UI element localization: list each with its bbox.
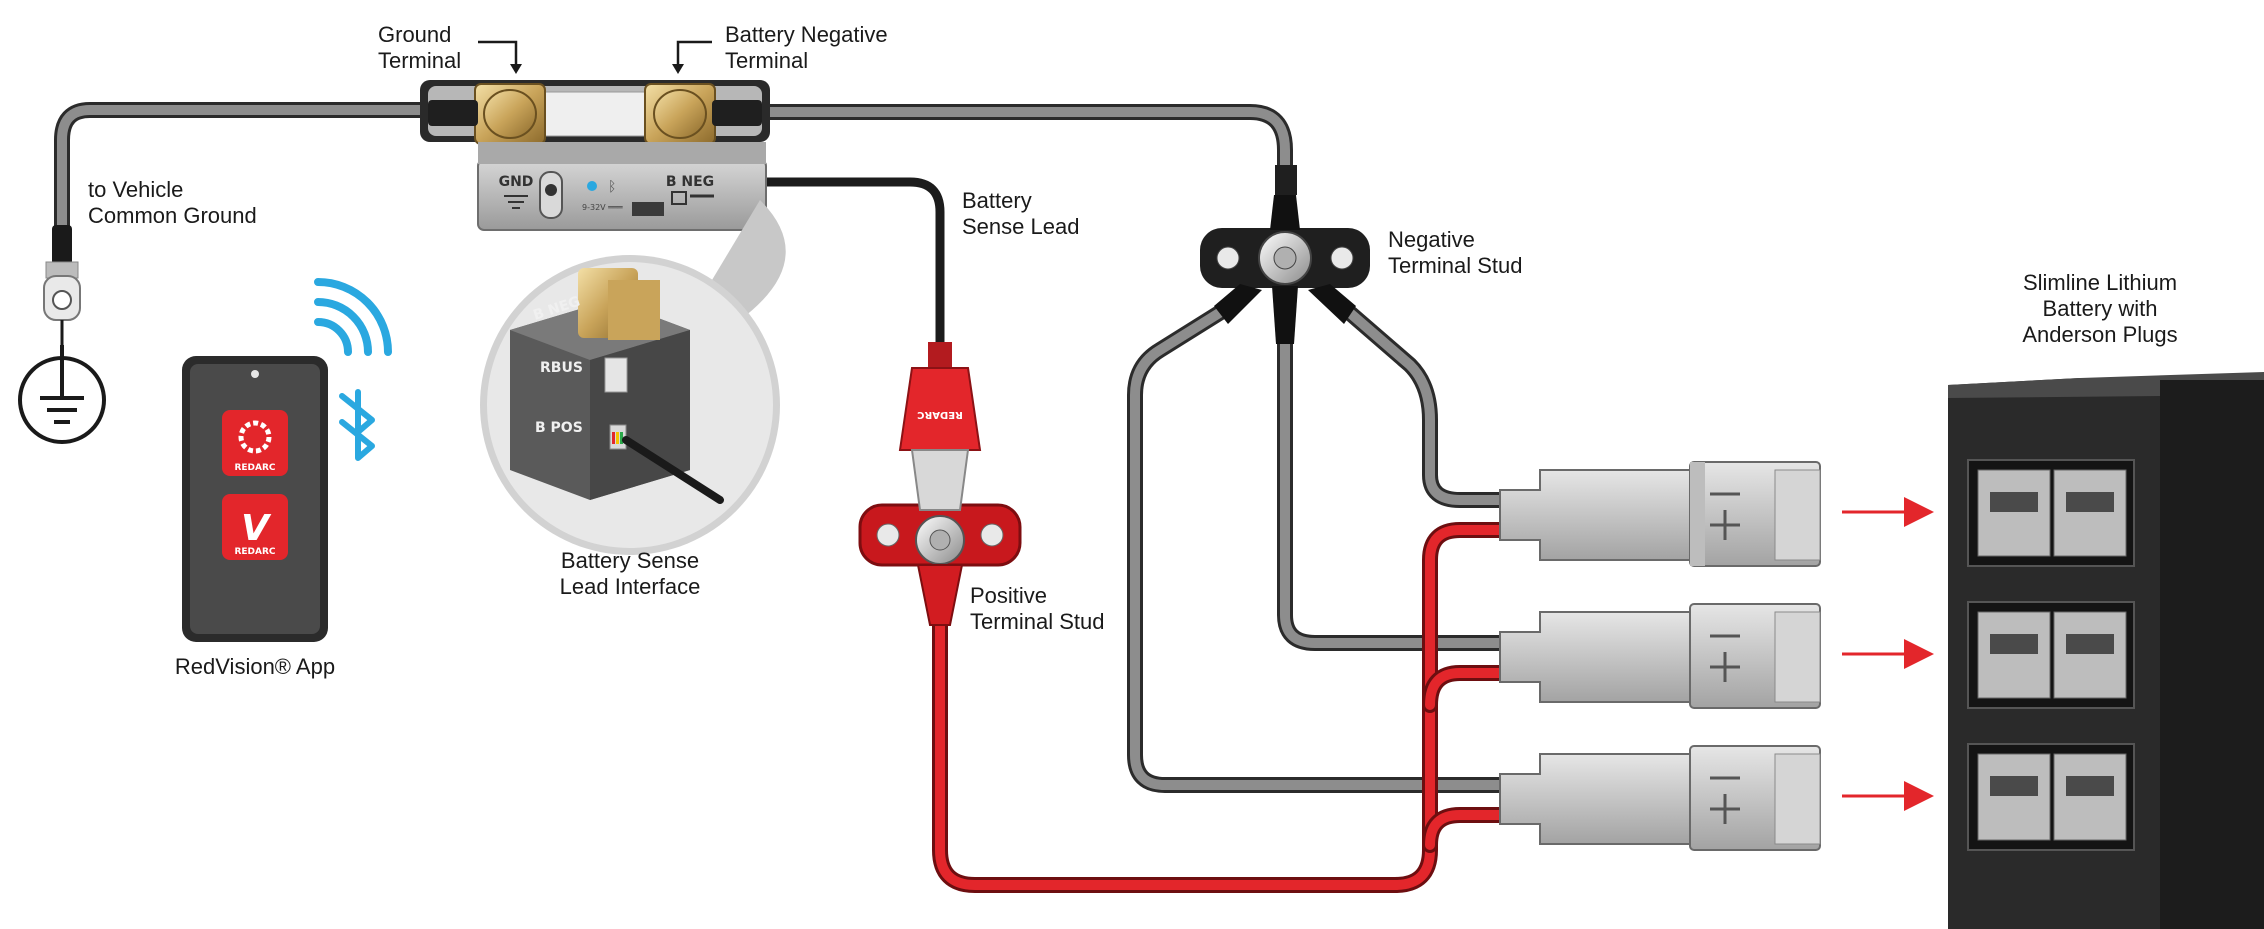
module-voltage-label: 9-32V ═══ [582, 203, 623, 212]
svg-text:REDARC: REDARC [234, 547, 275, 557]
anderson-plug-1 [1499, 461, 1821, 567]
wireless-signal-icon [314, 278, 392, 356]
redvision-app-icon: V REDARC [222, 494, 288, 560]
module-bluetooth-icon: ᛒ [608, 179, 616, 195]
ground-terminal-arrow [478, 40, 518, 68]
svg-text:REDARC: REDARC [917, 409, 963, 420]
battery-negative-terminal-arrow [676, 40, 712, 68]
sense-lead-interface-zoom: B NEG RBUS B POS [480, 200, 786, 555]
ground-terminal-bolt [474, 83, 546, 145]
status-led [587, 181, 597, 191]
zoom-rbus-label: RBUS [540, 360, 583, 376]
battery-sense-lead [755, 177, 945, 350]
battery-socket-1 [1967, 459, 2135, 567]
label-to-vehicle-ground: to Vehicle Common Ground [88, 177, 257, 228]
battery-socket-3 [1967, 743, 2135, 851]
anderson-plug-2 [1499, 603, 1821, 709]
label-redvision-app: RedVision® App [174, 654, 336, 679]
label-negative-terminal-stud: Negative Terminal Stud [1388, 227, 1523, 278]
svg-text:V: V [241, 508, 272, 549]
redvision-phone: REDARC V REDARC [182, 356, 328, 642]
vehicle-ground-lug [43, 225, 81, 345]
ground-symbol-icon [18, 345, 106, 444]
bluetooth-icon [339, 389, 375, 461]
label-battery-sense-interface: Battery Sense Lead Interface [559, 548, 701, 599]
battery-negative-terminal-bolt [644, 83, 716, 145]
redarc-app-icon: REDARC [222, 410, 288, 476]
label-battery-sense-lead: Battery Sense Lead [962, 188, 1080, 239]
module-bneg-label: B NEG [666, 174, 714, 190]
label-battery-negative-terminal: Battery Negative Terminal [725, 22, 888, 73]
slimline-lithium-battery [1948, 372, 2264, 929]
battery-monitor-shunt: GND ᛒ 9-32V ═══ B NEG [420, 80, 770, 231]
positive-terminal-stud: REDARC + [858, 342, 1022, 626]
label-slimline-battery: Slimline Lithium Battery with Anderson P… [2022, 270, 2178, 347]
battery-negative-cable [752, 104, 1293, 183]
zoom-bpos-label: B POS [535, 420, 583, 436]
negative-terminal-stud [1200, 165, 1370, 344]
anderson-plug-3 [1499, 745, 1821, 851]
battery-socket-2 [1967, 601, 2135, 709]
label-ground-terminal: Ground Terminal [378, 22, 462, 73]
label-positive-terminal-stud: Positive Terminal Stud [970, 583, 1105, 634]
svg-text:REDARC: REDARC [234, 463, 275, 473]
module-gnd-label: GND [499, 174, 534, 190]
